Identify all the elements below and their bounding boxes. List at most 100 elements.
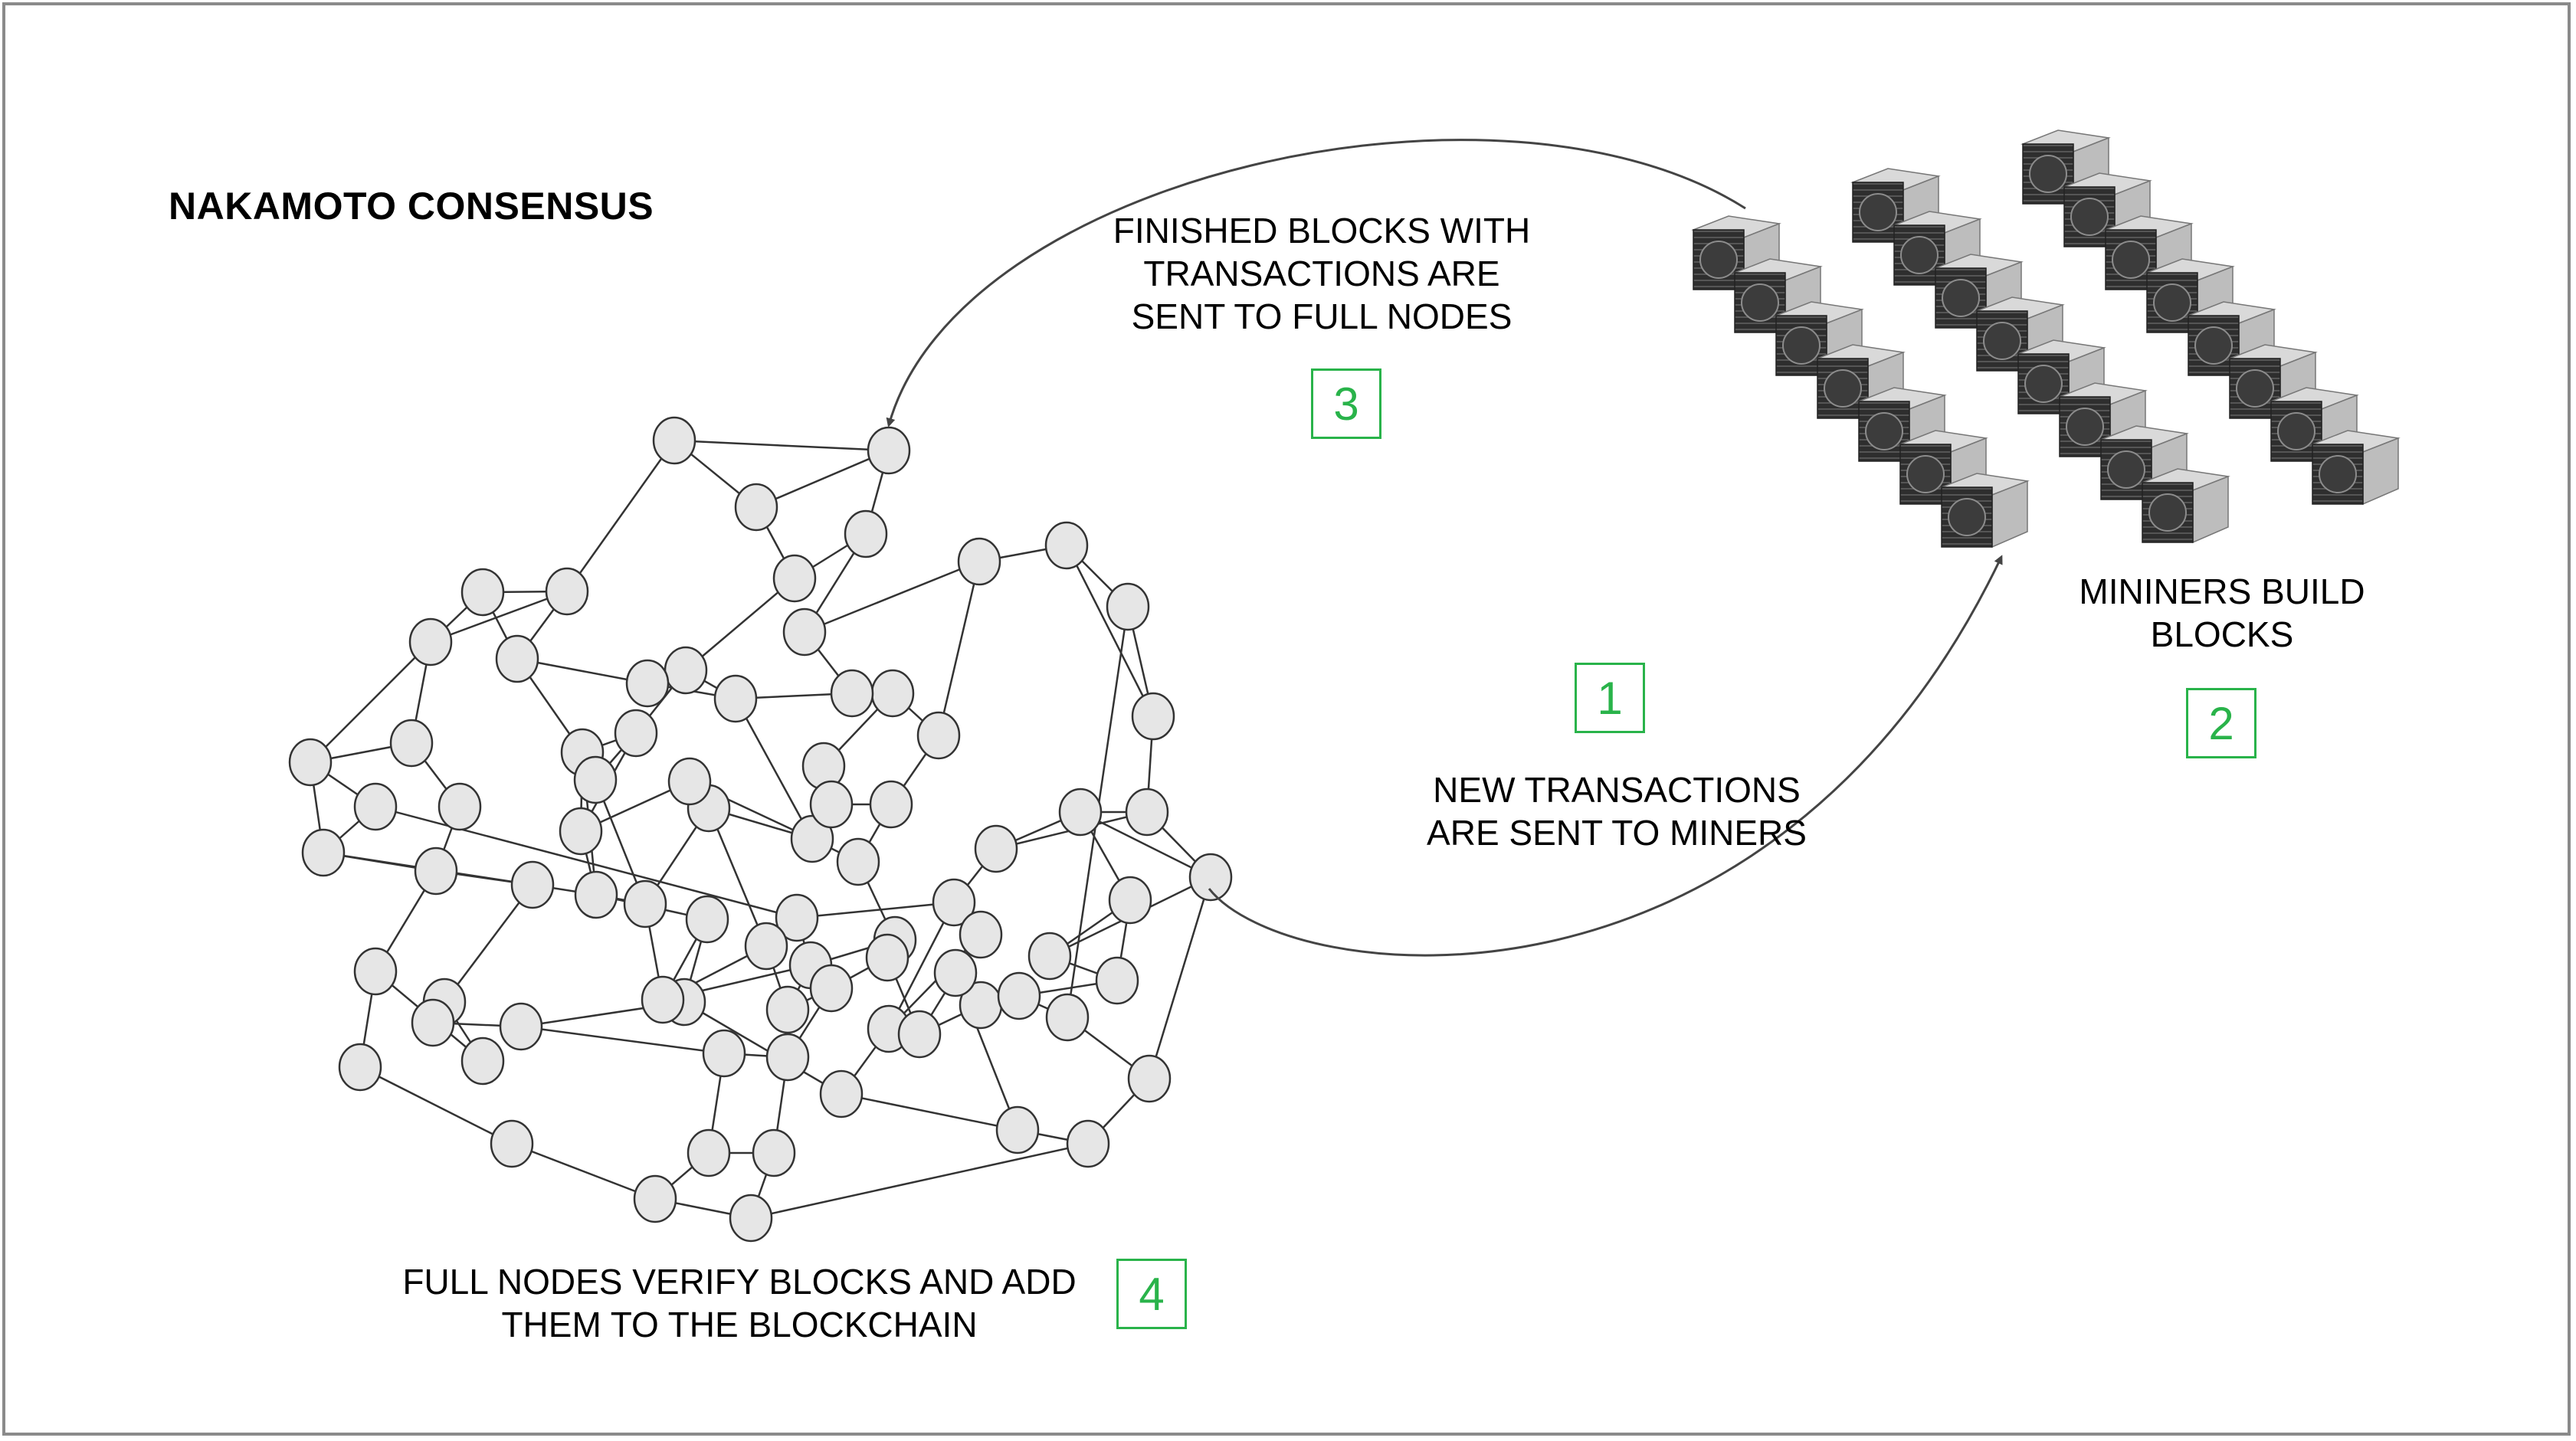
network-edge	[516, 657, 648, 685]
network-edge	[707, 807, 768, 947]
network-edge	[796, 901, 955, 919]
network-node-icon	[790, 814, 834, 863]
network-node-icon	[916, 711, 961, 760]
network-node-icon	[772, 554, 817, 603]
step4-line: FULL NODES VERIFY BLOCKS AND ADD	[402, 1262, 1077, 1302]
network-edge	[887, 902, 955, 1030]
asic-miner-icon	[2140, 468, 2230, 544]
network-node-icon	[870, 669, 915, 718]
network-node-icon	[974, 824, 1018, 873]
page-title: NAKAMOTO CONSENSUS	[169, 185, 654, 228]
network-edge	[565, 440, 676, 592]
step1-label: NEW TRANSACTIONS ARE SENT TO MINERS	[1372, 768, 1862, 854]
network-node-icon	[614, 709, 658, 758]
flow-arrows	[886, 139, 2003, 957]
network-node-icon	[574, 870, 618, 919]
arrow-finished-blocks-to-nodes	[886, 139, 1746, 427]
network-node-icon	[744, 922, 788, 971]
network-node-icon	[460, 1037, 505, 1086]
step1-line: ARE SENT TO MINERS	[1427, 813, 1807, 853]
network-node-icon	[633, 1174, 677, 1223]
step2-line: MININERS BUILD	[2079, 571, 2365, 611]
network-edge	[359, 1066, 513, 1145]
network-node-icon	[809, 780, 854, 829]
step-badge-4: 4	[1116, 1259, 1187, 1329]
network-node-icon	[545, 567, 589, 616]
network-node-icon	[667, 757, 712, 806]
miner-farm	[1691, 129, 2401, 549]
network-node-icon	[865, 933, 909, 982]
network-edge	[755, 449, 890, 509]
network-node-icon	[414, 847, 458, 896]
network-node-icon	[495, 634, 539, 683]
network-node-icon	[389, 719, 434, 768]
network-node-icon	[1108, 876, 1152, 925]
network-edge	[683, 1001, 842, 1095]
network-edge	[937, 561, 981, 736]
step4-label: FULL NODES VERIFY BLOCKS AND ADD THEM TO…	[368, 1260, 1111, 1346]
network-node-icon	[353, 782, 398, 831]
network-node-icon	[1027, 932, 1072, 981]
network-node-icon	[867, 426, 911, 475]
network-node-icon	[775, 893, 819, 942]
network-node-icon	[869, 780, 913, 829]
network-node-icon	[1066, 1119, 1110, 1168]
network-node-icon	[830, 669, 874, 718]
network-node-icon	[687, 1128, 731, 1177]
network-edge	[430, 590, 568, 644]
step-badge-2: 2	[2186, 688, 2256, 758]
network-edge	[750, 1142, 1089, 1220]
step-badge-1: 1	[1575, 663, 1645, 733]
network-node-icon	[685, 895, 729, 944]
network-edge	[734, 698, 814, 840]
network-node-icon	[752, 1128, 796, 1177]
network-node-icon	[844, 509, 888, 558]
network-edge	[673, 439, 890, 452]
step3-line: FINISHED BLOCKS WITH	[1113, 211, 1531, 251]
network-node-icon	[625, 659, 670, 708]
network-node-icon	[353, 947, 398, 996]
network-node-icon	[301, 828, 346, 877]
network-node-icon	[641, 975, 685, 1024]
step-badge-3: 3	[1311, 368, 1381, 439]
network-node-icon	[338, 1043, 382, 1092]
network-node-icon	[652, 416, 696, 465]
network-node-icon	[729, 1194, 773, 1243]
network-node-icon	[460, 568, 505, 617]
network-node-icon	[836, 837, 880, 886]
network-node-icon	[734, 483, 778, 532]
step2-line: BLOCKS	[2150, 614, 2294, 654]
network-node-icon	[997, 971, 1041, 1020]
network-node-icon	[932, 878, 976, 927]
network-edge	[511, 1142, 656, 1200]
network-node-icon	[1045, 993, 1090, 1042]
network-edge	[520, 1025, 725, 1055]
network-node-icon	[438, 782, 482, 831]
full-node-network	[288, 416, 1233, 1243]
network-node-icon	[1106, 582, 1150, 631]
network-node-icon	[702, 1029, 746, 1078]
network-node-icon	[957, 537, 1001, 586]
asic-miner-icon	[2310, 430, 2401, 506]
step3-label: FINISHED BLOCKS WITH TRANSACTIONS ARE SE…	[1077, 209, 1567, 338]
network-edge	[804, 560, 980, 634]
network-edge	[444, 884, 533, 1003]
network-node-icon	[819, 1069, 864, 1118]
network-edge	[1148, 876, 1212, 1079]
network-node-icon	[623, 879, 667, 928]
step3-line: SENT TO FULL NODES	[1131, 296, 1512, 336]
network-node-icon	[1058, 788, 1103, 837]
network-edge	[1080, 811, 1211, 879]
network-node-icon	[411, 998, 455, 1047]
network-node-icon	[490, 1119, 534, 1168]
network-node-icon	[573, 755, 618, 804]
network-node-icon	[1131, 692, 1175, 741]
network-node-icon	[933, 948, 978, 997]
network-node-icon	[664, 646, 708, 695]
network-edge	[841, 1092, 1018, 1132]
step3-line: TRANSACTIONS ARE	[1143, 254, 1500, 293]
network-edge	[1065, 545, 1155, 717]
